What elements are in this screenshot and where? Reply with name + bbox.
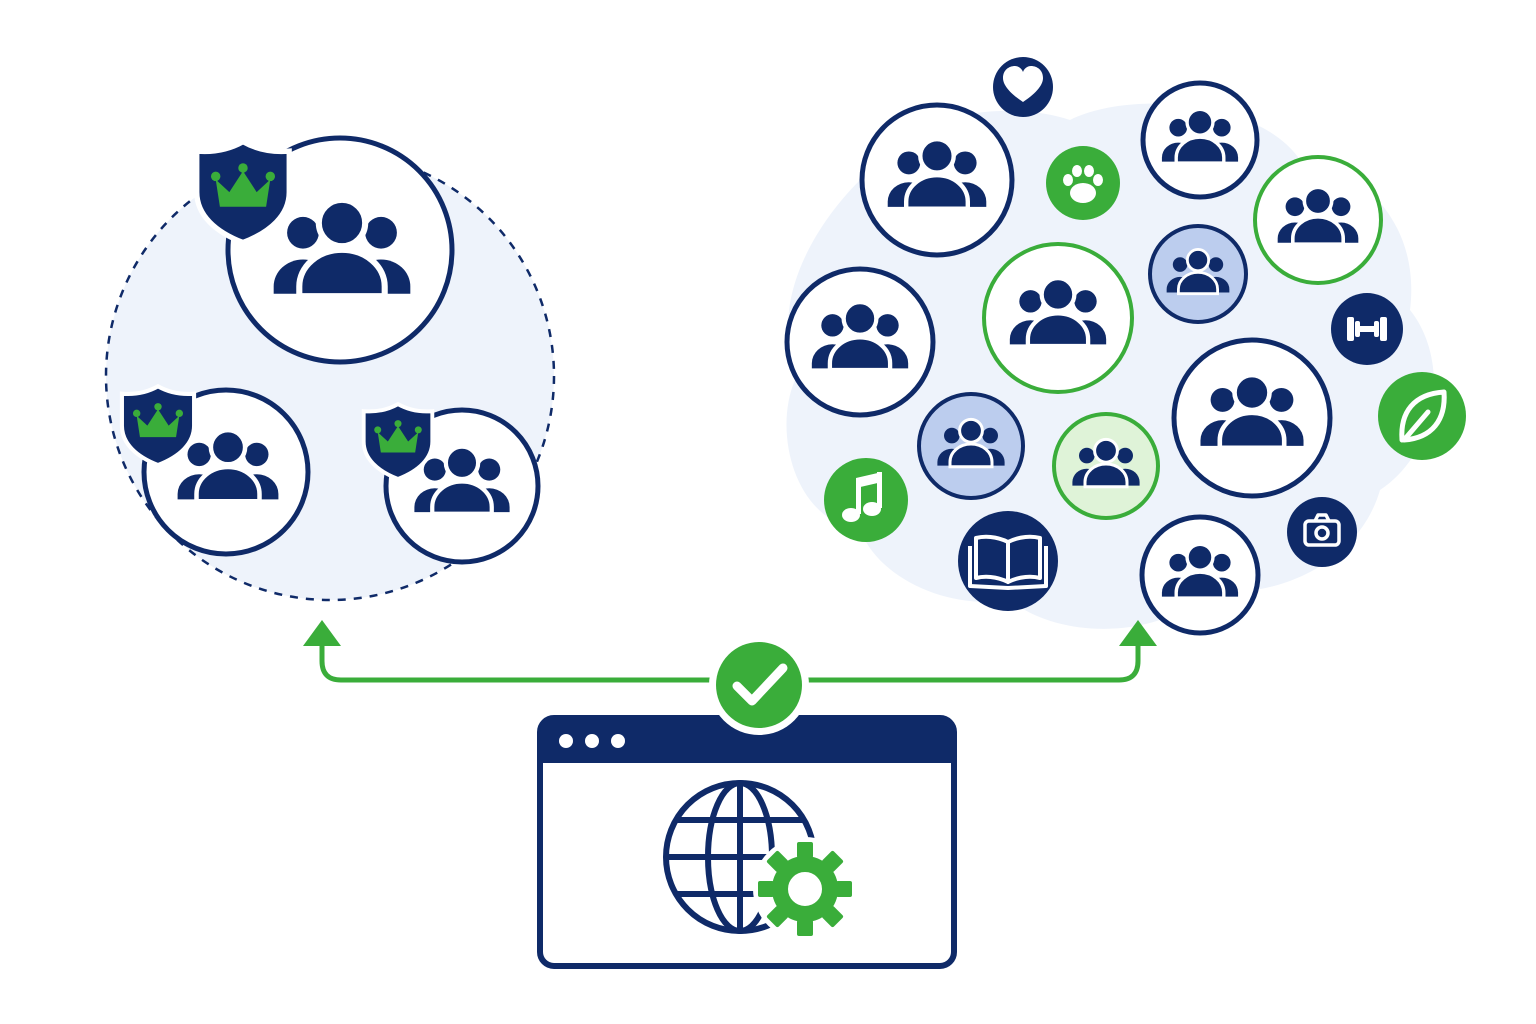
group-circle-left xyxy=(122,386,311,557)
dumbbell-icon xyxy=(1347,317,1387,341)
window-dot-icon xyxy=(585,734,599,748)
group-circle xyxy=(784,266,936,418)
paw-icon xyxy=(1063,165,1103,203)
arrow-line-left xyxy=(319,638,712,683)
group-circle xyxy=(1140,80,1260,200)
group-circle xyxy=(1052,412,1160,520)
managed-groups-cluster xyxy=(104,135,556,602)
heart-badge xyxy=(993,57,1053,117)
check-badge xyxy=(709,635,809,735)
arrow-head-right xyxy=(1119,620,1157,646)
heart-icon xyxy=(1003,66,1043,102)
book-icon xyxy=(968,534,1048,590)
nature-badge xyxy=(1378,372,1466,460)
camera-icon xyxy=(1303,513,1341,547)
group-circle xyxy=(1171,337,1333,499)
group-circle xyxy=(1139,514,1261,636)
browser-window xyxy=(537,715,957,969)
window-dot-icon xyxy=(611,734,625,748)
camera-badge xyxy=(1287,497,1357,567)
window-dot-icon xyxy=(559,734,573,748)
connector-arrows xyxy=(303,620,1157,683)
group-circle xyxy=(859,102,1015,258)
community-groups-cluster xyxy=(784,57,1466,636)
music-badge xyxy=(824,458,908,542)
gear-icon xyxy=(753,837,857,941)
browser-title-bar xyxy=(540,718,954,763)
check-icon xyxy=(732,663,788,706)
arrow-head-left xyxy=(303,620,341,646)
reading-badge xyxy=(958,511,1058,611)
fitness-badge xyxy=(1331,293,1403,365)
leaf-icon xyxy=(1399,389,1447,443)
group-circle xyxy=(917,392,1025,500)
group-circle-right xyxy=(361,402,541,565)
paw-badge xyxy=(1046,146,1120,220)
group-circle-large xyxy=(197,135,455,365)
music-note-icon xyxy=(842,472,882,522)
arrow-line-right xyxy=(806,638,1141,683)
group-circle xyxy=(1148,224,1248,324)
group-circle xyxy=(1253,155,1383,285)
group-circle xyxy=(982,242,1134,394)
